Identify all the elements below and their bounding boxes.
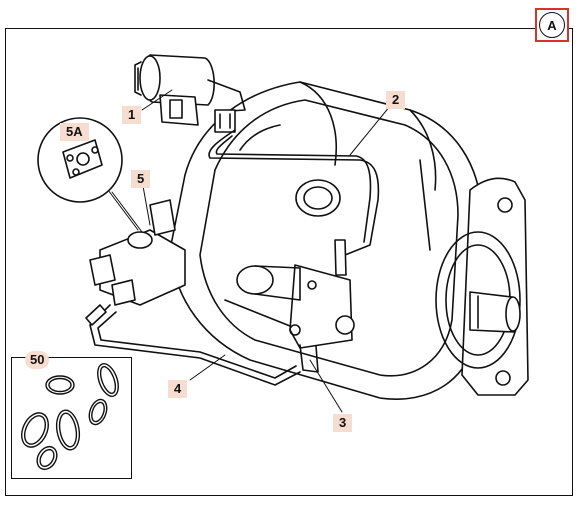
drain-tube xyxy=(85,304,301,386)
callout-1: 1 xyxy=(122,106,142,124)
figure-reference-letter: A xyxy=(539,12,565,38)
callout-5: 5 xyxy=(131,170,151,188)
seal-kit-box xyxy=(11,357,132,479)
control-valve xyxy=(236,264,355,373)
pump-housing xyxy=(169,81,483,400)
mounting-flange xyxy=(435,177,529,396)
gasket-detail xyxy=(37,117,123,203)
seal-kit-rings xyxy=(21,363,119,471)
leader-lines xyxy=(107,89,391,413)
diagram-frame xyxy=(5,28,573,496)
callout-2: 2 xyxy=(386,91,406,109)
inspection-plug xyxy=(295,179,341,217)
solenoid-valve xyxy=(134,54,246,133)
figure-reference-badge: A xyxy=(535,8,569,42)
callout-5a: 5A xyxy=(60,123,89,141)
fitting-manifold xyxy=(89,199,186,306)
callout-4: 4 xyxy=(168,380,188,398)
callout-50: 50 xyxy=(25,351,50,369)
output-shaft xyxy=(469,291,521,333)
callout-3: 3 xyxy=(333,414,353,432)
pilot-tube xyxy=(208,129,380,276)
